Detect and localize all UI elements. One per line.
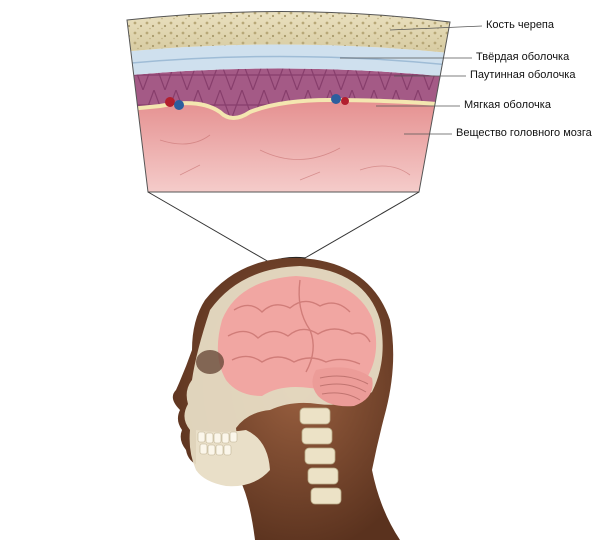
cervical-spine <box>299 407 342 505</box>
magnified-section <box>127 11 450 193</box>
jaw <box>196 430 270 487</box>
label-skull-bone: Кость черепа <box>486 19 555 31</box>
leader-lines <box>340 25 483 135</box>
head-illustration <box>172 257 400 540</box>
label-arachnoid: Паутинная оболочка <box>470 69 576 81</box>
teeth <box>197 431 238 456</box>
label-brain-matter: Вещество головного мозга <box>456 127 592 139</box>
brain-matter-layer <box>127 100 450 193</box>
zoom-connectors <box>147 191 420 263</box>
pia-mater-layer <box>127 97 450 120</box>
label-dura-mater: Твёрдая оболочка <box>476 51 570 63</box>
eye-socket <box>196 350 224 374</box>
dura-mater-layer <box>127 44 450 78</box>
brain <box>217 276 377 396</box>
blood-vessels <box>165 94 349 110</box>
label-pia-mater: Мягкая оболочка <box>464 99 551 111</box>
